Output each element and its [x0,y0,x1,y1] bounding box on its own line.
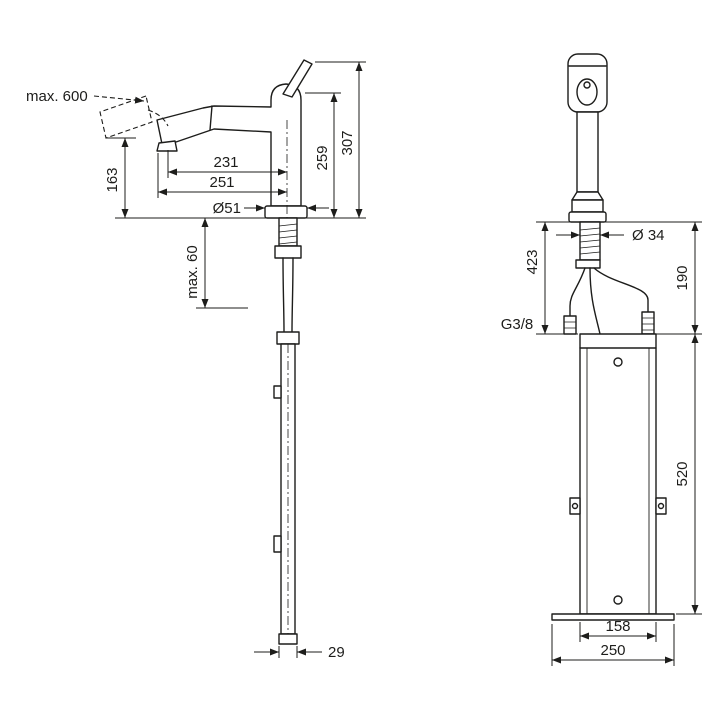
dim-thread: G3/8 [501,316,702,335]
spray-button [583,81,591,89]
lever-handle-side [282,59,313,98]
dim-label-g38: G3/8 [501,316,534,333]
mounting-nut-side [274,245,302,259]
base-taper-front [571,191,604,201]
hose-left-front [569,267,586,317]
dim-label-34: Ø 34 [632,227,665,244]
sbox-screw-top [613,357,623,367]
pullout-spray-dashed [99,95,153,139]
hose-right-side [291,257,294,333]
right-view-front: Ø 34 423 190 G3/8 520 158 [501,53,702,666]
dim-box-depth: 29 [254,644,345,661]
sbox-foot-side [278,633,298,645]
sprayhead-front [567,53,608,113]
sbox-clip-upper [273,385,282,399]
dim-label-163: 163 [104,167,121,192]
shank-thread-hatch [278,223,298,245]
escutcheon-front [568,211,607,223]
sbox-tab-left [569,497,581,515]
dim-box-width: 158 [579,618,657,642]
hose-connector-left [563,315,577,335]
dim-label-307: 307 [339,130,356,155]
base-front [571,199,604,213]
dim-label-520: 520 [674,461,691,486]
dim-label-51: Ø51 [213,200,241,217]
aerator-side [156,140,178,152]
dim-label-423: 423 [524,249,541,274]
sprayhead-seam [209,105,213,131]
dim-total-height: 307 [315,61,366,218]
neck-front [576,111,599,193]
dim-label-max60: max. 60 [184,245,201,298]
box-top-connector-side [276,331,300,345]
faucet-side-silhouette [156,83,302,207]
hose-center-front [589,267,601,335]
hose-left-side [282,257,285,333]
sbox-base-plate [551,613,675,621]
dim-deck-thickness: max. 60 [184,218,248,309]
left-view-side: max. 600 163 231 251 Ø51 [26,59,366,661]
sbox-tab-left-hole [571,502,579,510]
dim-hose-length: 423 [524,222,549,334]
dim-body-height: 259 [305,92,341,218]
dim-label-251: 251 [209,174,234,191]
dim-base-diameter: Ø51 [213,200,329,217]
valve-block [575,259,601,269]
dim-spout-reach: 231 [167,150,287,178]
dim-label-231: 231 [213,154,238,171]
dim-connection-drop: 190 [674,222,699,334]
dim-hose-extension: max. 600 [26,88,145,105]
connector-left-crimp [564,321,576,329]
dim-outlet-height: 163 [104,137,136,218]
hose-right-front [593,267,649,313]
dim-label-max600: max. 600 [26,88,88,105]
connector-right-crimp [642,317,654,331]
sbox-front [579,333,657,615]
dim-spray-reach: 251 [157,153,287,198]
dim-label-158: 158 [605,618,630,635]
escutcheon-side [264,205,308,219]
sbox-screw-bottom [613,595,623,605]
hose-connector-right [641,311,655,335]
shank-thread-hatch-front [579,227,601,255]
dim-shank-diameter: Ø 34 [556,227,665,244]
dim-plate-width: 250 [551,624,675,666]
sbox-tab-right-hole [657,502,665,510]
dim-label-250: 250 [600,642,625,659]
dim-label-259: 259 [314,145,331,170]
spray-outlet-oval [576,78,598,106]
dim-label-190: 190 [674,265,691,290]
dim-box-height: 520 [674,334,702,615]
dim-label-29: 29 [328,644,345,661]
sbox-clip-lower [273,535,282,553]
pullout-hose-dashed [147,109,169,127]
sbox-tab-right [655,497,667,515]
